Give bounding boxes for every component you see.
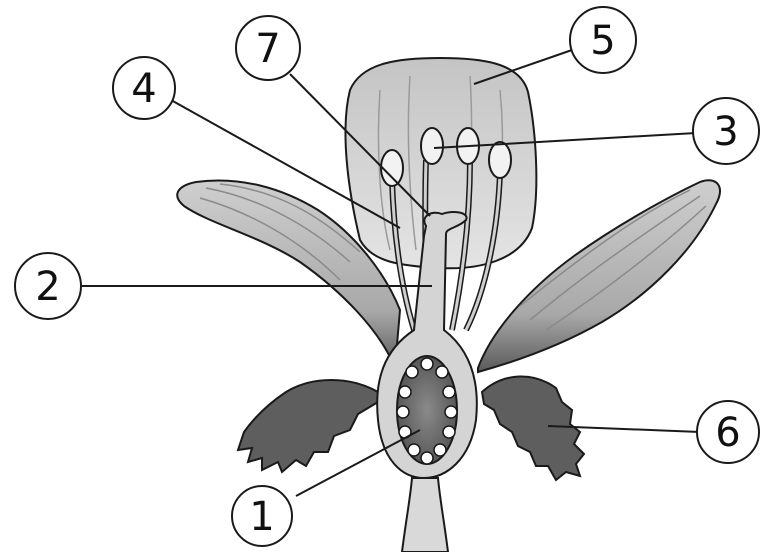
callout-6: 6 <box>697 401 759 463</box>
callout-2-label: 2 <box>35 264 60 310</box>
callout-5: 5 <box>570 7 636 73</box>
stem <box>402 478 448 552</box>
callout-7: 7 <box>236 16 300 80</box>
callout-4-label: 4 <box>131 66 156 112</box>
callout-6-label: 6 <box>715 410 740 456</box>
callout-1: 1 <box>232 486 292 546</box>
left-sepal <box>238 380 378 472</box>
callout-3: 3 <box>693 98 759 164</box>
callout-3-label: 3 <box>713 109 738 155</box>
anther <box>421 128 443 164</box>
callout-7-label: 7 <box>255 26 280 72</box>
callout-2: 2 <box>15 253 81 319</box>
callout-1-label: 1 <box>249 494 274 540</box>
callout-5-label: 5 <box>590 18 615 64</box>
anther <box>381 150 403 186</box>
anther <box>489 142 511 178</box>
right-sepal <box>482 376 584 480</box>
callout-4: 4 <box>113 57 175 119</box>
